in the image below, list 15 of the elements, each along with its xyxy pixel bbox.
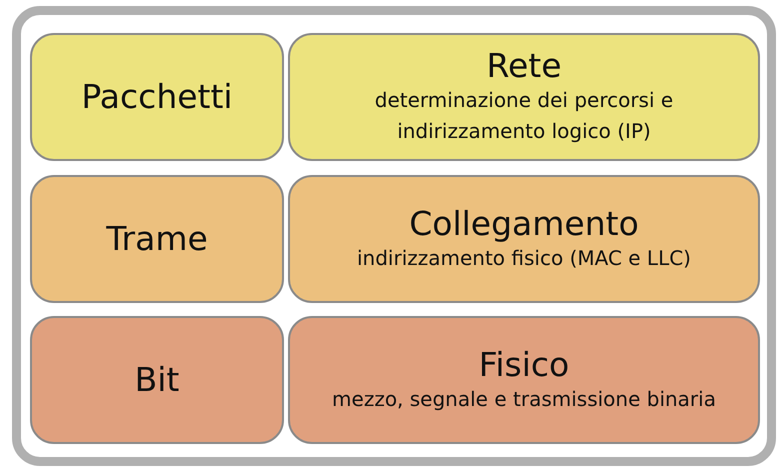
unit-box xyxy=(30,33,284,161)
layer-box xyxy=(288,316,760,444)
box-heading: Rete xyxy=(486,47,562,85)
box-heading: Bit xyxy=(134,361,180,399)
box-description: determinazione dei percorsi e indirizzamento logico (IP) xyxy=(374,87,674,145)
box-heading: Pacchetti xyxy=(81,78,233,116)
layer-box xyxy=(288,175,760,303)
box-heading: Trame xyxy=(106,220,208,258)
unit-box xyxy=(30,316,284,444)
box-heading: Collegamento xyxy=(409,204,639,242)
box-heading: Fisico xyxy=(478,346,570,384)
unit-box xyxy=(30,175,284,303)
box-description: indirizzamento fisico (MAC e LLC) xyxy=(356,244,692,272)
box-description: mezzo, segnale e trasmissione binaria xyxy=(331,386,717,412)
layer-box xyxy=(288,33,760,161)
